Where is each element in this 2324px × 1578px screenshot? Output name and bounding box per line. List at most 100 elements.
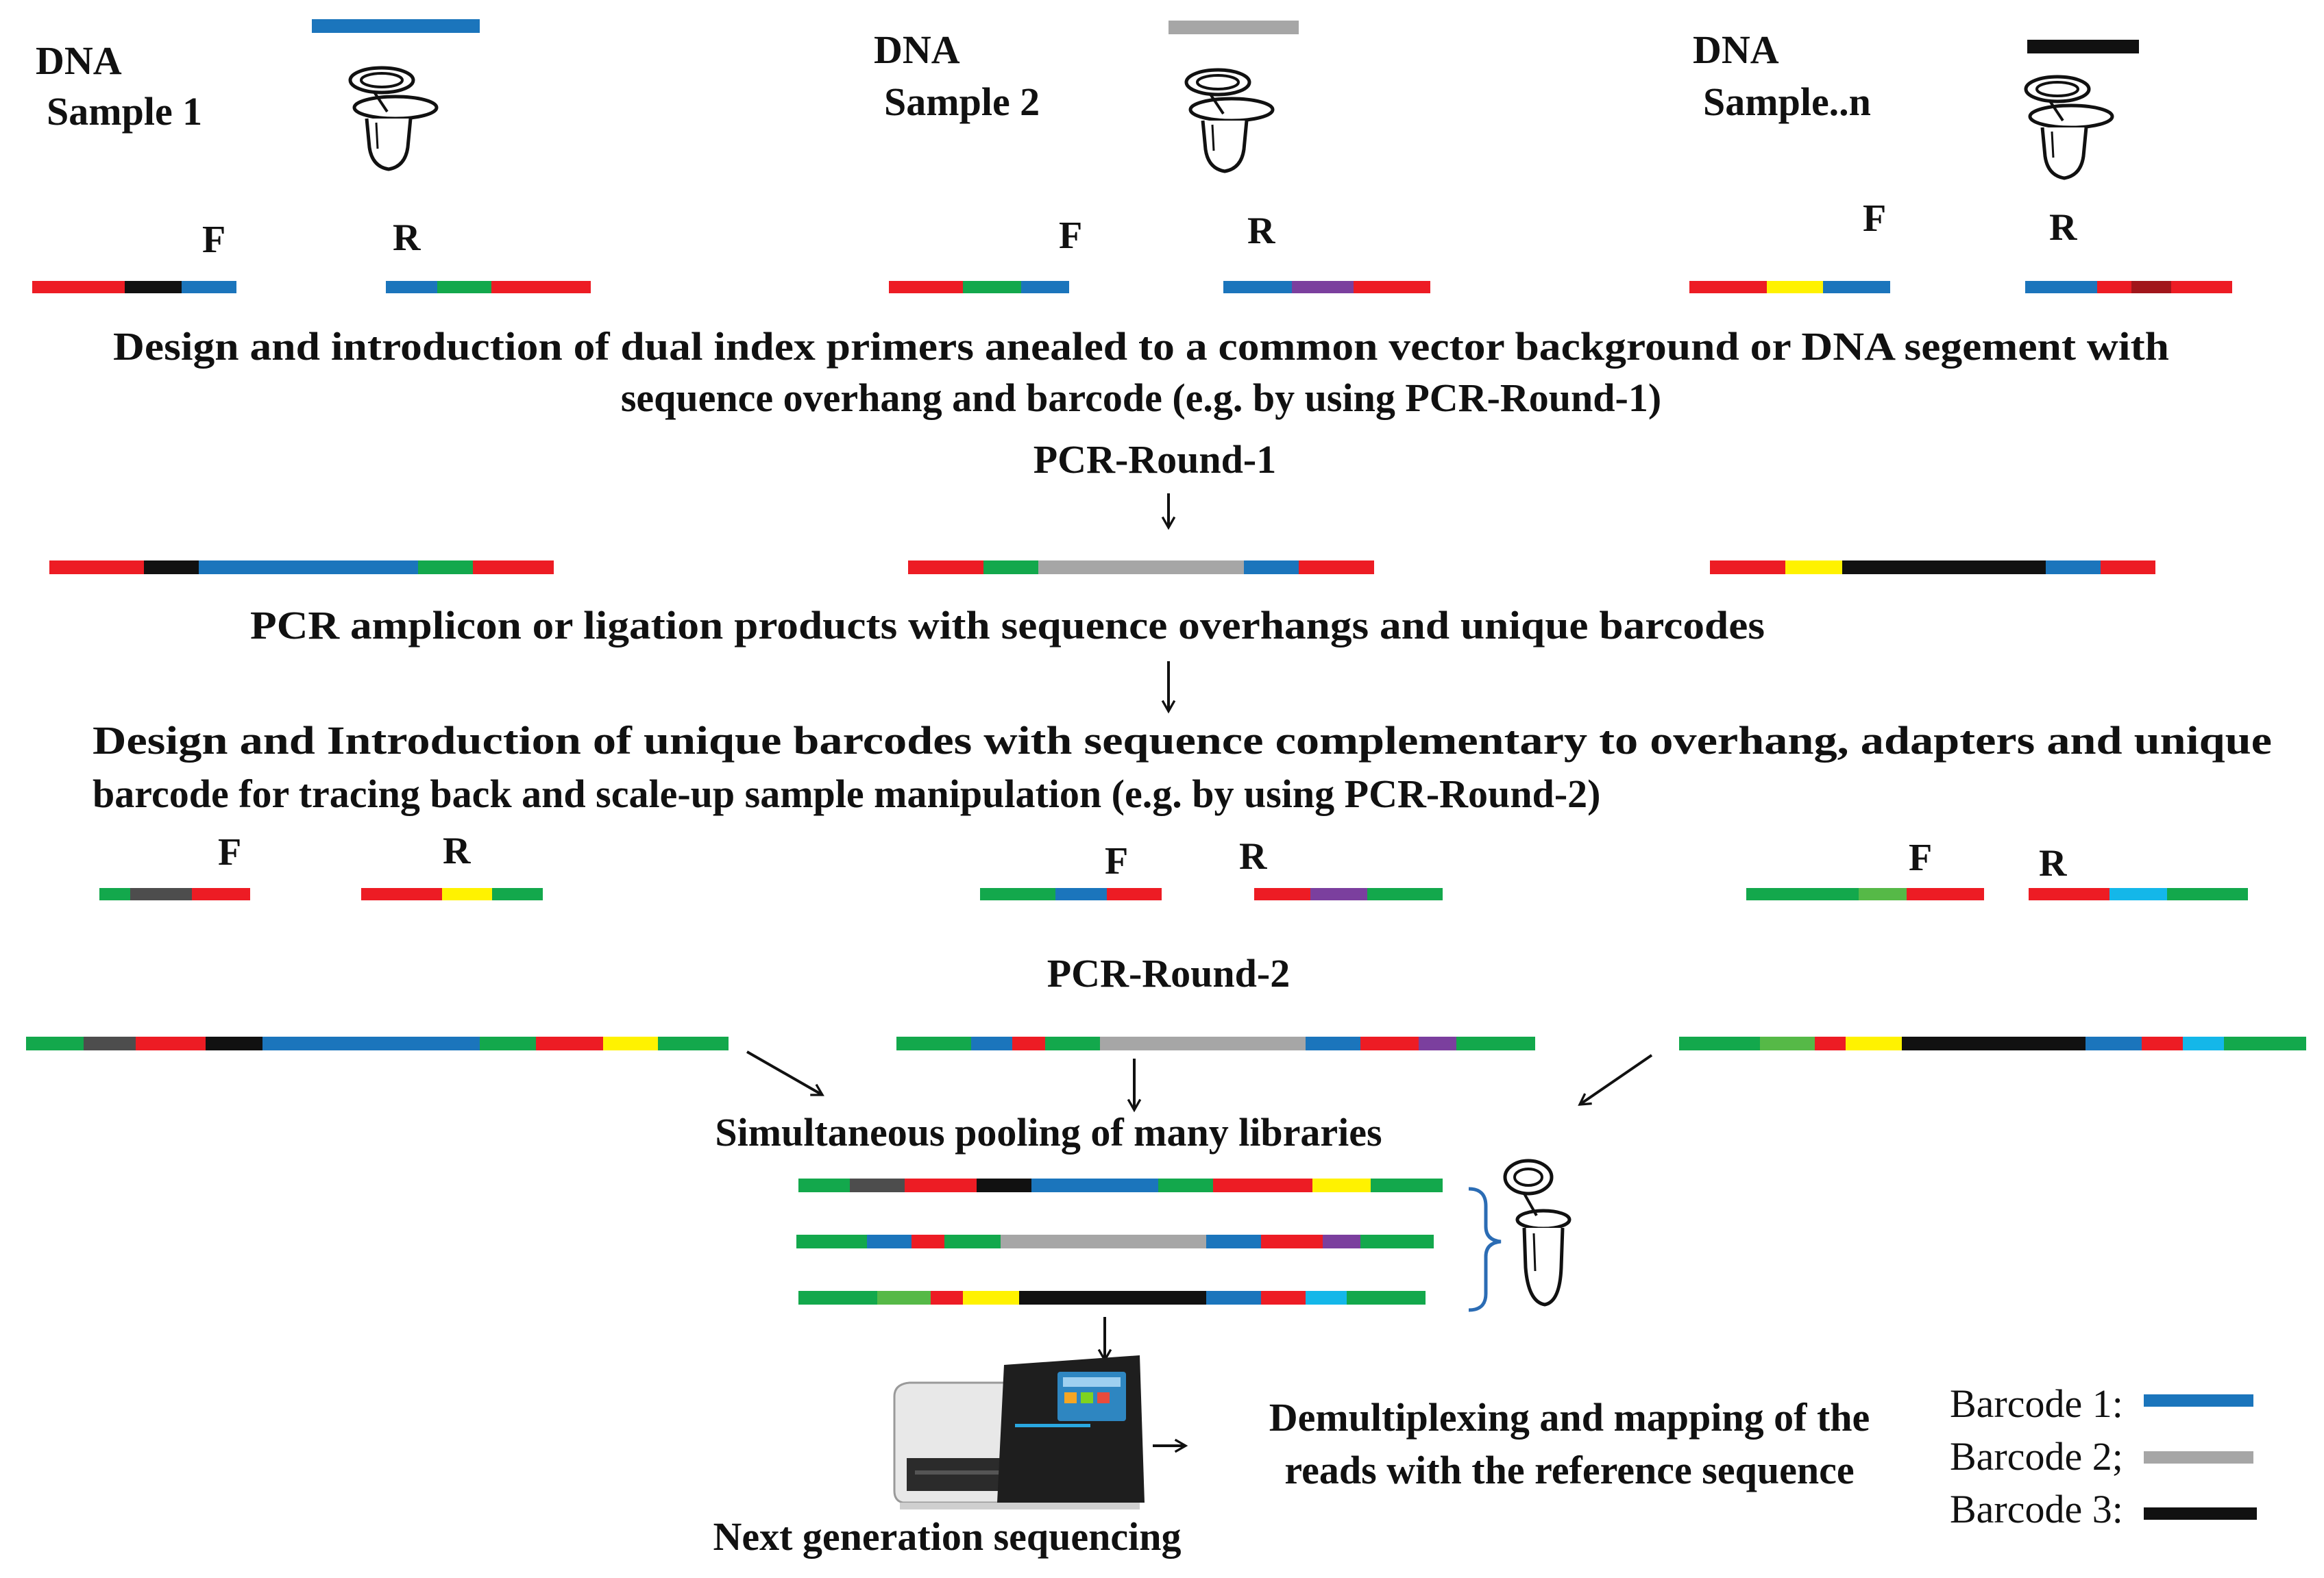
strand-segment-green [944, 1235, 1001, 1248]
strand-segment-blue [1244, 560, 1299, 574]
sample-n-label-dna: DNA [1693, 27, 1779, 72]
r2-sn-forward-primer [1746, 888, 1984, 900]
pool-arrow-left [746, 1050, 824, 1096]
pcr-round-2-label: PCR-Round-2 [1047, 951, 1291, 996]
strand-segment-purple [1292, 281, 1354, 293]
strand-segment-yellow [1312, 1179, 1371, 1192]
demux-caption-line1: Demultiplexing and mapping of the [1269, 1395, 1870, 1440]
strand-segment-green [983, 560, 1038, 574]
pool-tube-icon [1503, 1159, 1571, 1307]
strand-segment-green [798, 1291, 877, 1305]
legend-label-barcode-3: Barcode 3: [1950, 1487, 2123, 1531]
r2-s2-forward-primer [980, 888, 1162, 900]
legend-label-barcode-1: Barcode 1: [1950, 1381, 2123, 1426]
legend-label-barcode-2: Barcode 2; [1950, 1434, 2123, 1479]
strand-segment-gray [1100, 1037, 1306, 1050]
primer-f-label-s1: F [202, 219, 225, 261]
strand-segment-blue [1055, 888, 1107, 900]
strand-segment-red [1689, 281, 1767, 293]
pooled-library-2 [796, 1235, 1434, 1248]
strand-segment-cyan [2183, 1037, 2224, 1050]
strand-segment-red [49, 560, 144, 574]
primer2-r-label-s2: R [1239, 835, 1267, 878]
strand-segment-green [963, 281, 1021, 293]
strand-segment-red [2029, 888, 2109, 900]
strand-segment-green [1367, 888, 1443, 900]
strand-segment-blue [1206, 1291, 1261, 1305]
strand-segment-darkgray [850, 1179, 905, 1192]
design-caption-line1: Design and introduction of dual index pr… [113, 324, 2169, 369]
strand-segment-red [32, 281, 125, 293]
strand-segment-red [473, 560, 554, 574]
amplicon-s1 [49, 560, 554, 574]
strand-segment-lightgreen [1859, 888, 1907, 900]
r1-sn-forward-primer [1689, 281, 1890, 293]
strand-segment-green [1746, 888, 1859, 900]
demux-caption-line2: reads with the reference sequence [1284, 1448, 1854, 1492]
sample-n-tube-icon [2024, 75, 2114, 180]
strand-segment-red [1299, 560, 1374, 574]
strand-segment-red [1710, 560, 1785, 574]
strand-segment-green [480, 1037, 536, 1050]
strand-segment-red [1815, 1037, 1846, 1050]
strand-segment-red [1907, 888, 1984, 900]
strand-segment-red [1012, 1037, 1045, 1050]
sample-1-label-dna: DNA [36, 38, 122, 83]
primer-r-label-sn: R [2049, 206, 2077, 249]
r1-s2-reverse-primer [1223, 281, 1430, 293]
sample-2-label-dna: DNA [874, 27, 960, 72]
ngs-caption: Next generation sequencing [713, 1514, 1181, 1559]
amplicon-sn [1710, 560, 2155, 574]
primer-f-label-sn: F [1863, 197, 1886, 240]
strand-segment-red [192, 888, 250, 900]
dna-strands [26, 281, 2306, 1305]
sample-2-tube-icon [1184, 68, 1275, 173]
sample-n-barcode-bar [2027, 40, 2139, 53]
r1-sn-reverse-primer [2025, 281, 2232, 293]
strand-segment-red [889, 281, 963, 293]
design2-caption-line1: Design and Introduction of unique barcod… [93, 718, 2272, 763]
strand-segment-red [361, 888, 442, 900]
strand-segment-red [491, 281, 591, 293]
primer-f-label-s2: F [1059, 214, 1082, 257]
strand-segment-purple [1419, 1037, 1456, 1050]
strand-segment-green [99, 888, 130, 900]
strand-segment-lightgreen [1760, 1037, 1815, 1050]
strand-segment-green [2167, 888, 2248, 900]
strand-segment-gray [1001, 1235, 1206, 1248]
strand-segment-black [1019, 1291, 1206, 1305]
sample-1-label-name: Sample 1 [47, 89, 202, 134]
strand-segment-blue [386, 281, 437, 293]
strand-segment-blue [971, 1037, 1012, 1050]
amplicon-caption: PCR amplicon or ligation products with s… [250, 603, 1765, 648]
r1-s1-reverse-primer [386, 281, 591, 293]
strand-segment-gray [1038, 560, 1244, 574]
pool-bracket [1468, 1187, 1502, 1312]
strand-segment-blue [262, 1037, 480, 1050]
library-sn [1679, 1037, 2306, 1050]
sample-1-tube-icon [348, 66, 439, 171]
primer2-f-label-s2: F [1105, 840, 1128, 883]
strand-segment-black [977, 1179, 1031, 1192]
strand-segment-green [437, 281, 491, 293]
primer2-f-label-s1: F [218, 831, 241, 874]
strand-segment-green [1158, 1179, 1213, 1192]
strand-segment-green [980, 888, 1055, 900]
r1-s1-forward-primer [32, 281, 236, 293]
strand-segment-black [1902, 1037, 2086, 1050]
primer2-r-label-sn: R [2039, 842, 2067, 885]
strand-segment-red [1254, 888, 1310, 900]
strand-segment-red [536, 1037, 603, 1050]
strand-segment-red [2101, 560, 2155, 574]
strand-segment-red [912, 1235, 944, 1248]
primer-r-label-s1: R [393, 217, 421, 259]
strand-segment-green [1045, 1037, 1100, 1050]
strand-segment-blue [199, 560, 418, 574]
strand-segment-blue [1223, 281, 1292, 293]
strand-segment-red [1261, 1235, 1323, 1248]
strand-segment-red [2097, 281, 2131, 293]
strand-segment-red [1261, 1291, 1306, 1305]
strand-segment-black [125, 281, 182, 293]
legend-bar-barcode-3 [2144, 1507, 2257, 1520]
